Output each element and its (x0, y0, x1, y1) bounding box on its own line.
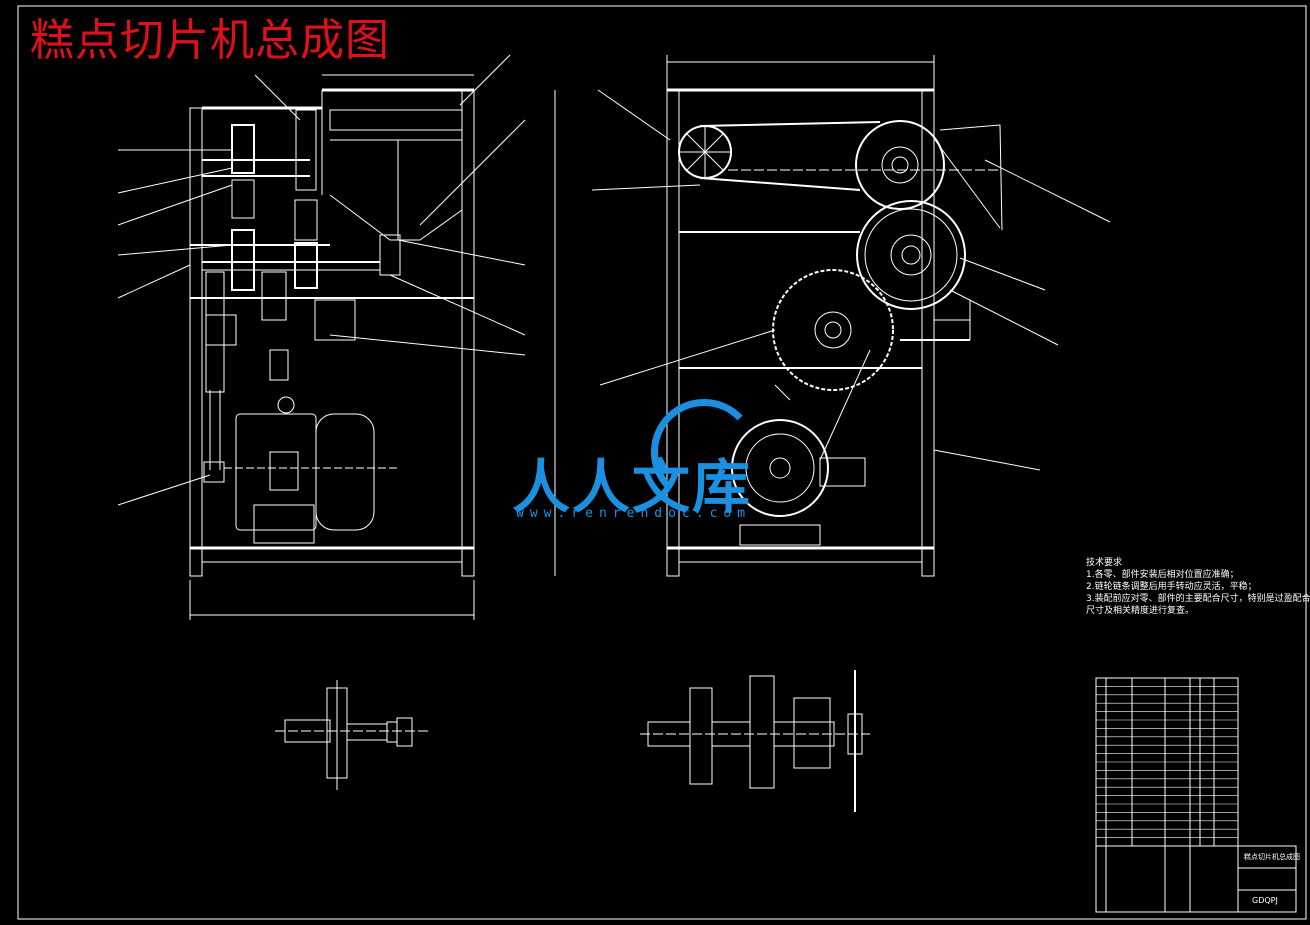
title-block-drawing-code: GDQPJ (1252, 896, 1278, 905)
notes-item: 1.各零、部件安装后相对位置应准确； (1086, 570, 1239, 580)
drawing-title: 糕点切片机总成图 (30, 15, 390, 66)
side-view (591, 55, 1111, 577)
watermark-logo-icon (651, 398, 743, 489)
title-block-drawing-name: 糕点切片机总成图 (1244, 853, 1300, 861)
shaft-detail-right (640, 670, 870, 812)
technical-requirements: 技术要求 1.各零、部件安装后相对位置应准确； 2.链轮链条调整后用手转动应灵活… (1086, 557, 1310, 617)
notes-item: 3.装配前应对零、部件的主要配合尺寸，特别是过盈配合 (1086, 594, 1310, 604)
front-view (117, 54, 556, 620)
shaft-detail-left (275, 680, 430, 790)
notes-item: 尺寸及相关精度进行复查。 (1086, 606, 1195, 616)
notes-heading: 技术要求 (1086, 558, 1123, 568)
drawing-border (17, 5, 1307, 920)
watermark-url: www.renrendoc.com (516, 506, 752, 521)
title-block (1095, 677, 1297, 913)
bom-rows (1096, 686, 1238, 838)
watermark-brand: 人人文库 (512, 453, 753, 521)
notes-item: 2.链轮链条调整后用手转动应灵活，平稳； (1086, 582, 1257, 592)
